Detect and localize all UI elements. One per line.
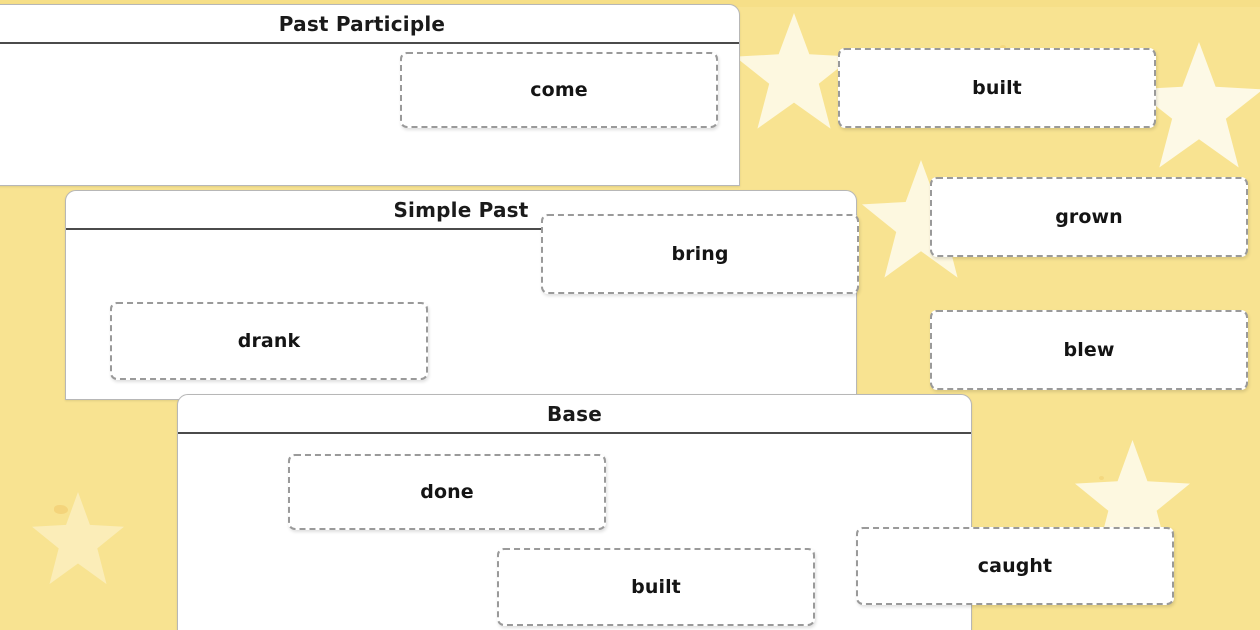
word-tile-grown[interactable]: grown [930,177,1248,257]
word-tile-label: built [631,576,681,598]
category-card-past-participle[interactable]: Past Participle [0,4,740,186]
background-top-strip [0,0,1260,7]
word-tile-built-base[interactable]: built [497,548,815,626]
word-tile-label: done [420,481,474,503]
word-tile-come[interactable]: come [400,52,718,128]
word-tile-label: blew [1063,339,1115,361]
word-tile-caught[interactable]: caught [856,527,1174,605]
word-tile-label: caught [977,555,1053,577]
category-title-base: Base [178,395,971,434]
word-tile-done[interactable]: done [288,454,606,530]
category-title-simple-past: Simple Past [66,191,856,230]
word-tile-built-loose[interactable]: built [838,48,1156,128]
word-tile-label: bring [671,243,729,265]
word-tile-blew[interactable]: blew [930,310,1248,390]
word-tile-drank[interactable]: drank [110,302,428,380]
word-tile-label: drank [237,330,301,352]
category-title-past-participle: Past Participle [0,5,739,44]
word-tile-bring[interactable]: bring [541,214,859,294]
word-tile-label: built [972,77,1022,99]
word-tile-label: come [530,79,588,101]
word-tile-label: grown [1055,206,1123,228]
